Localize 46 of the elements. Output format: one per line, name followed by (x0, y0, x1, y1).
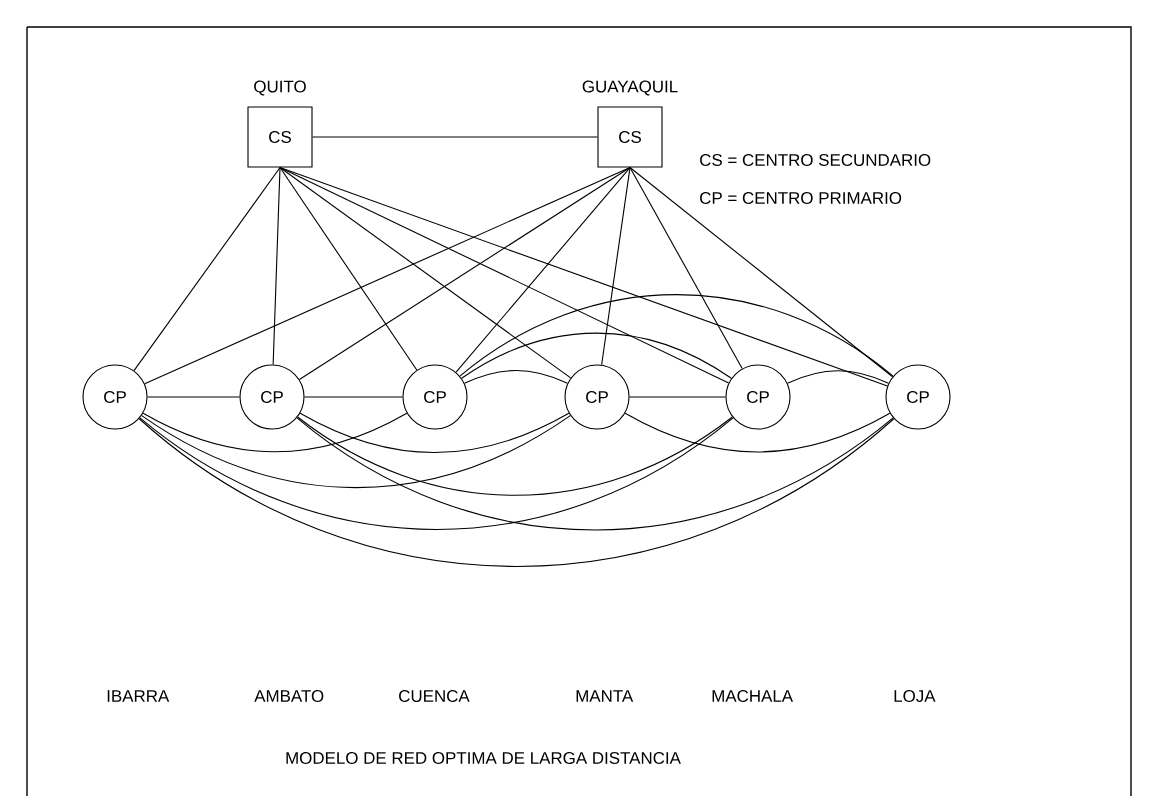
legend-note: CP = CENTRO PRIMARIO (700, 192, 902, 204)
connection-line (299, 412, 570, 454)
square-node: CS (247, 106, 313, 168)
connection-line (312, 136, 598, 138)
place-name: IBARRA (107, 690, 170, 702)
circle-node: CP (725, 364, 791, 430)
place-name: MACHALA (712, 690, 794, 702)
connection-line (786, 370, 890, 384)
connection-line (139, 417, 734, 530)
connection-line (272, 167, 281, 366)
connection-line (601, 167, 631, 366)
connection-line (279, 167, 572, 379)
circle-node: CP (564, 364, 630, 430)
connection-line (461, 332, 732, 379)
connection-line (279, 167, 418, 371)
connection-line (463, 369, 569, 384)
square-node: CS (597, 106, 663, 168)
place-name: MANTA (576, 690, 634, 702)
place-name: GUAYAQUIL (582, 80, 678, 96)
circle-node: CP (239, 364, 305, 430)
connection-line (279, 167, 888, 387)
connection-line (298, 167, 631, 380)
connection-line (138, 418, 895, 567)
connection-line (141, 415, 571, 489)
connection-line (629, 167, 743, 370)
connection-line (459, 294, 894, 377)
place-name: QUITO (254, 80, 306, 96)
connection-line (133, 167, 281, 372)
circle-node: CP (402, 364, 468, 430)
legend-note: CS = CENTRO SECUNDARIO (700, 154, 931, 166)
connection-line (297, 416, 733, 496)
connection-line (624, 412, 891, 453)
circle-node: CP (82, 364, 148, 430)
connection-line (304, 396, 403, 398)
place-name: LOJA (894, 690, 936, 702)
place-name: AMBATO (254, 690, 324, 702)
circle-node: CP (885, 364, 951, 430)
connection-line (629, 396, 726, 398)
connection-line (629, 167, 894, 378)
caption: MODELO DE RED OPTIMA DE LARGA DISTANCIA (286, 752, 681, 764)
connection-line (455, 167, 631, 373)
connection-line (279, 167, 730, 384)
connection-line (147, 396, 240, 398)
connection-line (296, 417, 894, 531)
connection-line (142, 412, 408, 453)
place-name: CUENCA (399, 690, 470, 702)
